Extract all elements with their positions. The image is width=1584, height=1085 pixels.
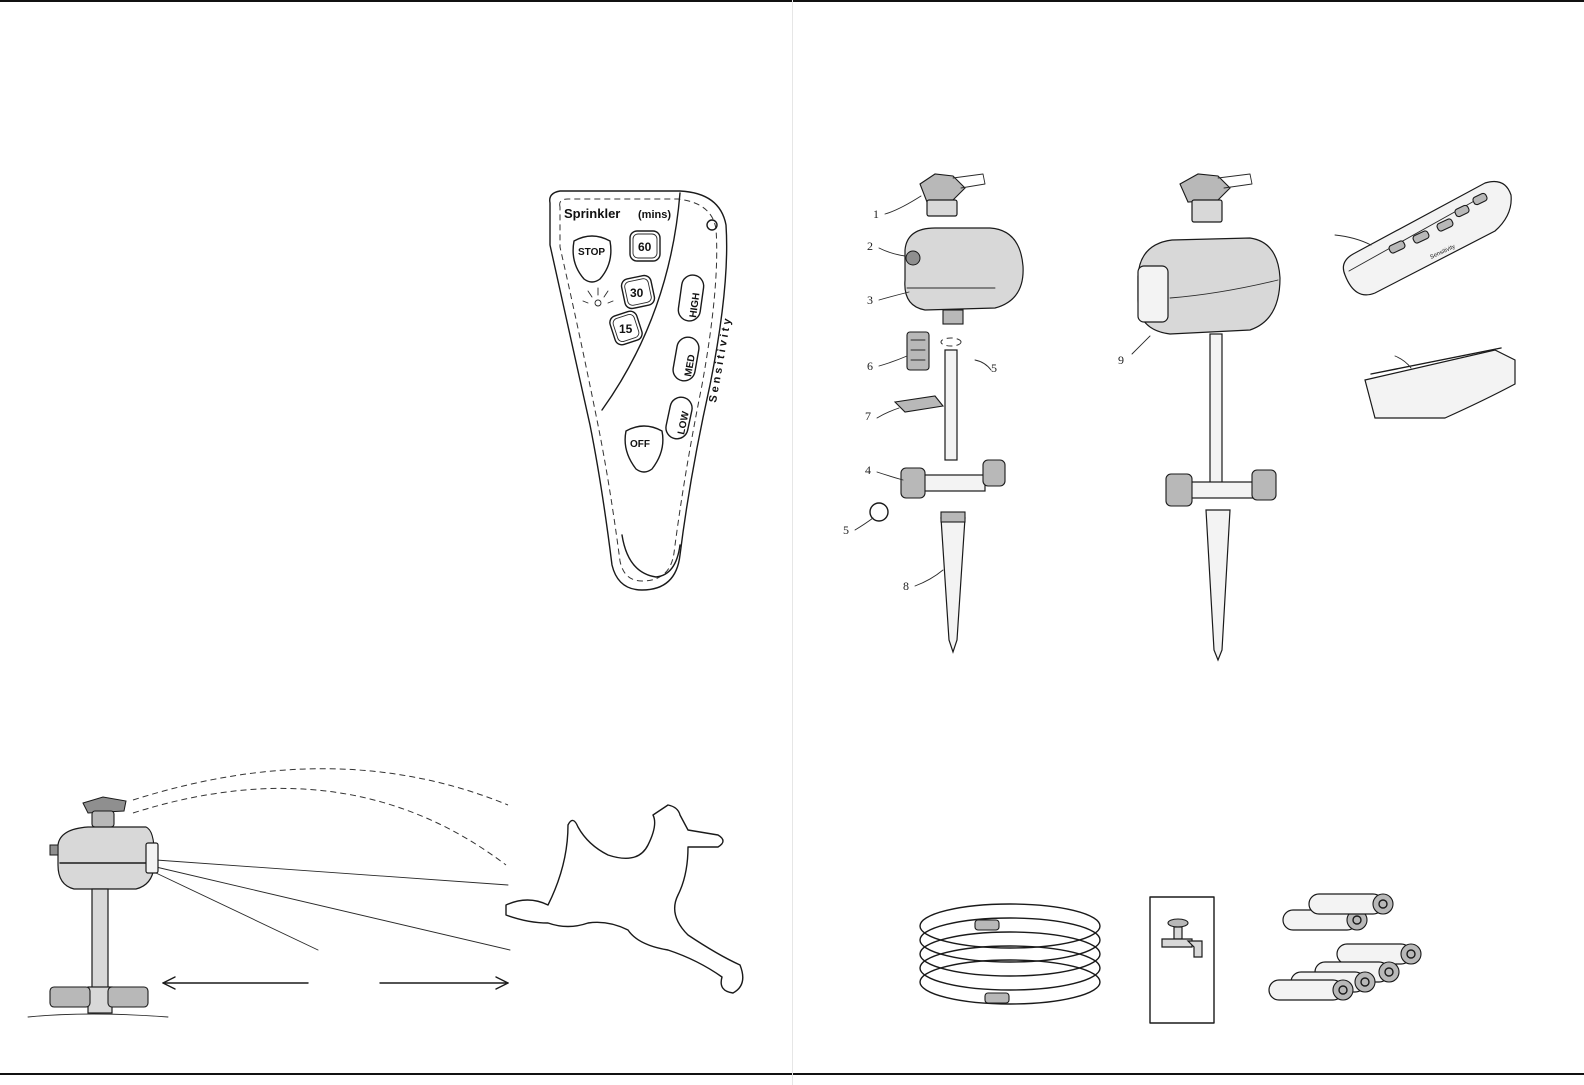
remote-bottom-line bbox=[622, 535, 680, 577]
remote-control-illustration: Sprinkler (mins) STOP 60 30 15 HIGH MED bbox=[530, 185, 735, 595]
svg-text:MED: MED bbox=[683, 354, 698, 378]
part-4-hose-connector bbox=[901, 460, 1005, 498]
low-sensitivity-button[interactable]: LOW bbox=[664, 395, 694, 441]
callout-4: 4 bbox=[865, 463, 871, 477]
svg-text:30: 30 bbox=[630, 286, 644, 300]
svg-text:STOP: STOP bbox=[578, 247, 605, 258]
assembled-ground-spike bbox=[1206, 510, 1230, 660]
remote-header-right: (mins) bbox=[638, 209, 671, 221]
callout-1: 1 bbox=[873, 207, 879, 221]
outdoor-faucet-illustration bbox=[1148, 895, 1218, 1025]
deer-outline bbox=[506, 805, 743, 993]
sprinkler-device bbox=[50, 797, 158, 1013]
svg-text:60: 60 bbox=[638, 240, 652, 254]
callout-8: 8 bbox=[903, 579, 909, 593]
manual-sheet-illustration bbox=[1365, 340, 1525, 420]
15-min-button[interactable]: 15 bbox=[608, 309, 644, 346]
assembled-housing bbox=[1138, 238, 1280, 334]
part-5-o-ring-top bbox=[941, 338, 961, 346]
assembled-pipe bbox=[1210, 334, 1222, 484]
sensor-beam-3 bbox=[156, 873, 318, 950]
med-sensitivity-button[interactable]: MED bbox=[671, 335, 700, 382]
sensor-beam-1 bbox=[156, 860, 508, 885]
60-min-button[interactable]: 60 bbox=[630, 231, 660, 261]
svg-text:OFF: OFF bbox=[630, 439, 650, 450]
remote-header-left: Sprinkler bbox=[564, 206, 620, 221]
svg-text:15: 15 bbox=[619, 322, 633, 336]
callout-7: 7 bbox=[865, 409, 871, 423]
deer-deterrent-scene bbox=[28, 755, 758, 1025]
range-arrow bbox=[163, 977, 508, 989]
aa-batteries-illustration bbox=[1265, 890, 1445, 1010]
battery-6 bbox=[1269, 980, 1353, 1000]
part-3-main-housing bbox=[905, 228, 1023, 324]
stop-button[interactable]: STOP bbox=[573, 236, 611, 282]
part-6-battery-holder bbox=[907, 332, 929, 370]
part-8-ground-spike bbox=[941, 518, 965, 652]
callout-5-bottom: 5 bbox=[843, 523, 849, 537]
garden-hose-illustration bbox=[915, 890, 1115, 1025]
svg-text:HIGH: HIGH bbox=[688, 292, 702, 318]
off-button[interactable]: OFF bbox=[625, 426, 663, 472]
sensor-beam-2 bbox=[156, 867, 510, 950]
assembled-unit-diagram: 9 bbox=[1110, 170, 1300, 660]
assembled-sprinkler-head bbox=[1180, 174, 1252, 222]
water-arc-lower bbox=[133, 788, 506, 865]
water-arc-upper bbox=[133, 769, 508, 805]
part-pipe bbox=[945, 350, 957, 460]
callout-3: 3 bbox=[867, 293, 873, 307]
exploded-parts-diagram: 1 2 3 6 5 7 4 5 8 bbox=[835, 170, 1035, 660]
accessory-remote-illustration: Sensitivity bbox=[1335, 175, 1515, 305]
callout-2: 2 bbox=[867, 239, 873, 253]
svg-text:LOW: LOW bbox=[676, 410, 692, 436]
callout-6: 6 bbox=[867, 359, 873, 373]
high-sensitivity-button[interactable]: HIGH bbox=[677, 274, 705, 323]
part-1-sprinkler-head bbox=[920, 174, 985, 216]
remote-divider bbox=[602, 193, 680, 410]
part-2-sensor-knob bbox=[906, 251, 920, 265]
battery-2 bbox=[1309, 894, 1393, 914]
battery-3 bbox=[1337, 944, 1421, 964]
callout-9: 9 bbox=[1118, 353, 1124, 367]
30-min-button[interactable]: 30 bbox=[620, 274, 656, 310]
ground-line bbox=[28, 1014, 168, 1017]
sprinkler-spray-icon bbox=[583, 288, 613, 306]
part-7-battery-cover bbox=[895, 396, 943, 412]
center-divider bbox=[792, 0, 793, 1085]
callout-5-top: 5 bbox=[991, 361, 997, 375]
